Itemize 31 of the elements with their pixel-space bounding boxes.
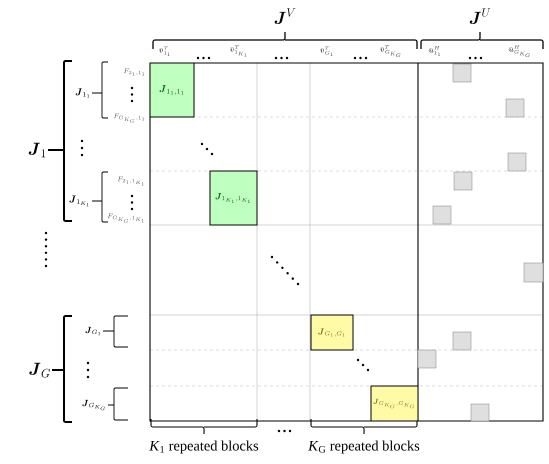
math-label: $\boldsymbol{J}_1$ (28, 142, 46, 158)
matrix-block: $\boldsymbol{J}_{1_1,1_1}$ (150, 62, 194, 118)
math-label: $F_{G_{K_G},1_1}$ (114, 113, 144, 123)
matrix-block (524, 262, 544, 282)
matrix-block (452, 64, 472, 82)
math-label: $\boldsymbol{J}_{1_{K_1}}$ (69, 196, 89, 206)
math-label: $\boldsymbol{J}_{G_1}$ (85, 326, 100, 336)
math-label: $\boldsymbol{J}_{1_1}$ (76, 88, 90, 98)
math-label: $\bar{\boldsymbol{u}}^H_{1_1}$ (428, 46, 440, 56)
matrix-block (508, 152, 526, 172)
math-label: $F_{2_1,1_{K_1}}$ (118, 176, 144, 186)
matrix-block (454, 172, 472, 190)
math-label: $F_{G_{K_G},1_{K_1}}$ (108, 213, 144, 223)
matrix-block (418, 350, 436, 368)
math-label: $\boldsymbol{J}_{G_{K_G}}$ (82, 400, 105, 410)
matrix-block (432, 206, 452, 224)
math-label: $\bar{\boldsymbol{u}}^H_{G_{K_G}}$ (508, 45, 530, 58)
math-label: $\bar{\boldsymbol{v}}^T_{1_{K_1}}$ (230, 45, 246, 57)
caption-text: K$_{1}$ repeated blocks (149, 440, 258, 454)
math-label: $\boldsymbol{J}_G$ (29, 362, 50, 378)
matrix-block (452, 332, 472, 350)
math-label: $\bar{\boldsymbol{v}}^T_{G_1}$ (320, 46, 333, 56)
matrix-block: $\boldsymbol{J}_{G_1,G_1}$ (310, 314, 354, 350)
math-label: $\bar{\boldsymbol{v}}^T_{G_{K_G}}$ (380, 45, 400, 58)
caption-text: K$_{G}$ repeated blocks (308, 440, 420, 454)
matrix-block (470, 404, 490, 422)
matrix-block (506, 98, 524, 118)
math-label: $\boldsymbol{J}^V$ (274, 8, 296, 24)
matrix-block: $\boldsymbol{J}_{1_{K_1},1_{K_1}}$ (210, 170, 258, 226)
math-label: $\boldsymbol{J}^U$ (470, 8, 490, 24)
matrix-block: $\boldsymbol{J}_{G_{K_G},G_{K_G}}$ (370, 386, 418, 422)
